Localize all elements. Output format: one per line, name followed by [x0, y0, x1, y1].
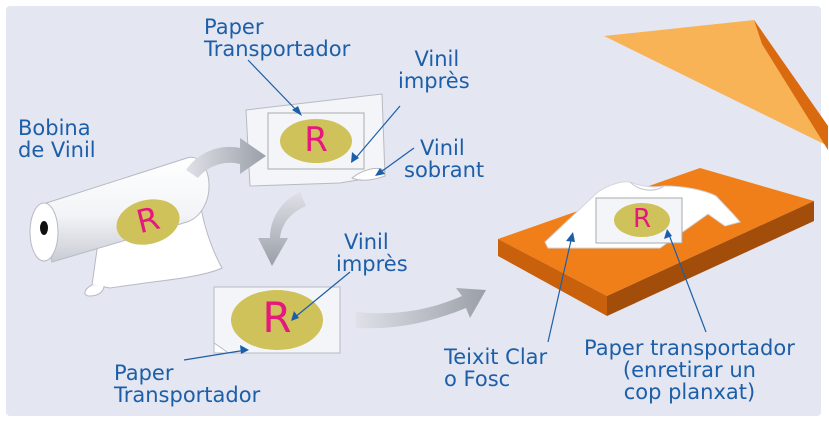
press-base-right-side: [607, 201, 814, 316]
printed-vinyl-top: [267, 112, 365, 170]
label-vinil-top-line2: imprès: [398, 69, 470, 93]
arrow-sheet-to-press: [356, 288, 486, 329]
label-vinil-top-line1: Vinil: [414, 47, 460, 71]
roll-logo-oval: [116, 199, 180, 245]
arrowhead-teixit: [566, 232, 575, 242]
press-base-left-side: [498, 239, 607, 316]
arrowhead-sobrant: [375, 168, 385, 176]
vinyl-roll: [29, 156, 223, 297]
label-sobrant-line2: sobrant: [404, 158, 485, 182]
label-paper-bottom-line1: Paper: [114, 361, 174, 385]
pointer-paper-top: [247, 59, 301, 115]
logo-letter-bottom: R: [262, 293, 292, 342]
arrowhead-vinil-top: [351, 152, 359, 163]
label-paper-top-line1: Paper: [204, 15, 264, 39]
label-vinil-impres-top: Vinil imprès: [398, 48, 470, 92]
label-paper-right-line2: (enretirar un: [622, 358, 756, 382]
transfer-sheet-top: [245, 93, 386, 187]
logo-oval-top: [280, 119, 352, 163]
pointer-vinil-top: [353, 105, 401, 161]
label-teixit: Teixit Clar o Fosc: [444, 346, 547, 390]
roll-curl: [84, 284, 105, 297]
arrowhead-paper-bottom: [240, 345, 249, 354]
roll-body: [39, 156, 210, 263]
arrowhead-vinil-mid: [291, 311, 299, 321]
label-vinil-mid-line2: imprès: [336, 252, 408, 276]
logo-oval-shirt: [614, 203, 670, 237]
pointer-teixit: [547, 235, 573, 343]
label-paper-right-line1: Paper transportador: [584, 336, 795, 360]
logo-letter-top: R: [304, 120, 328, 160]
arrow-roll-to-sheet: [186, 138, 266, 178]
arrow-sheet-down: [258, 192, 306, 266]
shirt-collar: [629, 181, 665, 191]
logo-oval-bottom: [231, 290, 323, 350]
label-paper-transportador-top: Paper Transportador: [204, 16, 350, 60]
pointer-vinil-mid: [293, 271, 351, 319]
press-lid-edge: [754, 20, 828, 150]
pointer-arrowheads: [240, 106, 672, 354]
label-paper-bottom-line2: Transportador: [114, 383, 261, 407]
label-sobrant-line1: Vinil: [420, 136, 465, 160]
label-vinil-impres-mid: Vinil imprès: [336, 231, 408, 275]
heat-press: [498, 20, 828, 316]
label-bobina: Bobina de Vinil: [18, 117, 96, 161]
pointer-sobrant: [377, 147, 415, 175]
label-teixit-line1: Teixit Clar: [444, 345, 548, 369]
label-vinil-sobrant: Vinil sobrant: [404, 137, 484, 181]
label-paper-transportador-bottom: Paper Transportador: [114, 362, 260, 406]
sheet-top-curl: [351, 167, 386, 181]
label-paper-transportador-right: Paper transportador (enretirar un cop pl…: [584, 337, 795, 403]
label-vinil-mid-line1: Vinil: [344, 230, 389, 254]
arrowhead-paper-top: [292, 106, 302, 116]
label-paper-right-line3: cop planxat): [623, 380, 756, 404]
pointer-paper-right: [667, 231, 707, 333]
arrowhead-paper-right: [664, 229, 672, 239]
label-paper-top-line2: Transportador: [204, 37, 351, 61]
pointer-paper-bottom: [183, 349, 247, 361]
pointer-lines: [183, 59, 707, 361]
logo-letter-shirt: R: [632, 204, 652, 234]
label-teixit-line2: o Fosc: [444, 367, 511, 391]
label-bobina-line2: de Vinil: [18, 138, 96, 162]
label-bobina-line1: Bobina: [18, 116, 91, 140]
roll-core: [40, 221, 48, 235]
